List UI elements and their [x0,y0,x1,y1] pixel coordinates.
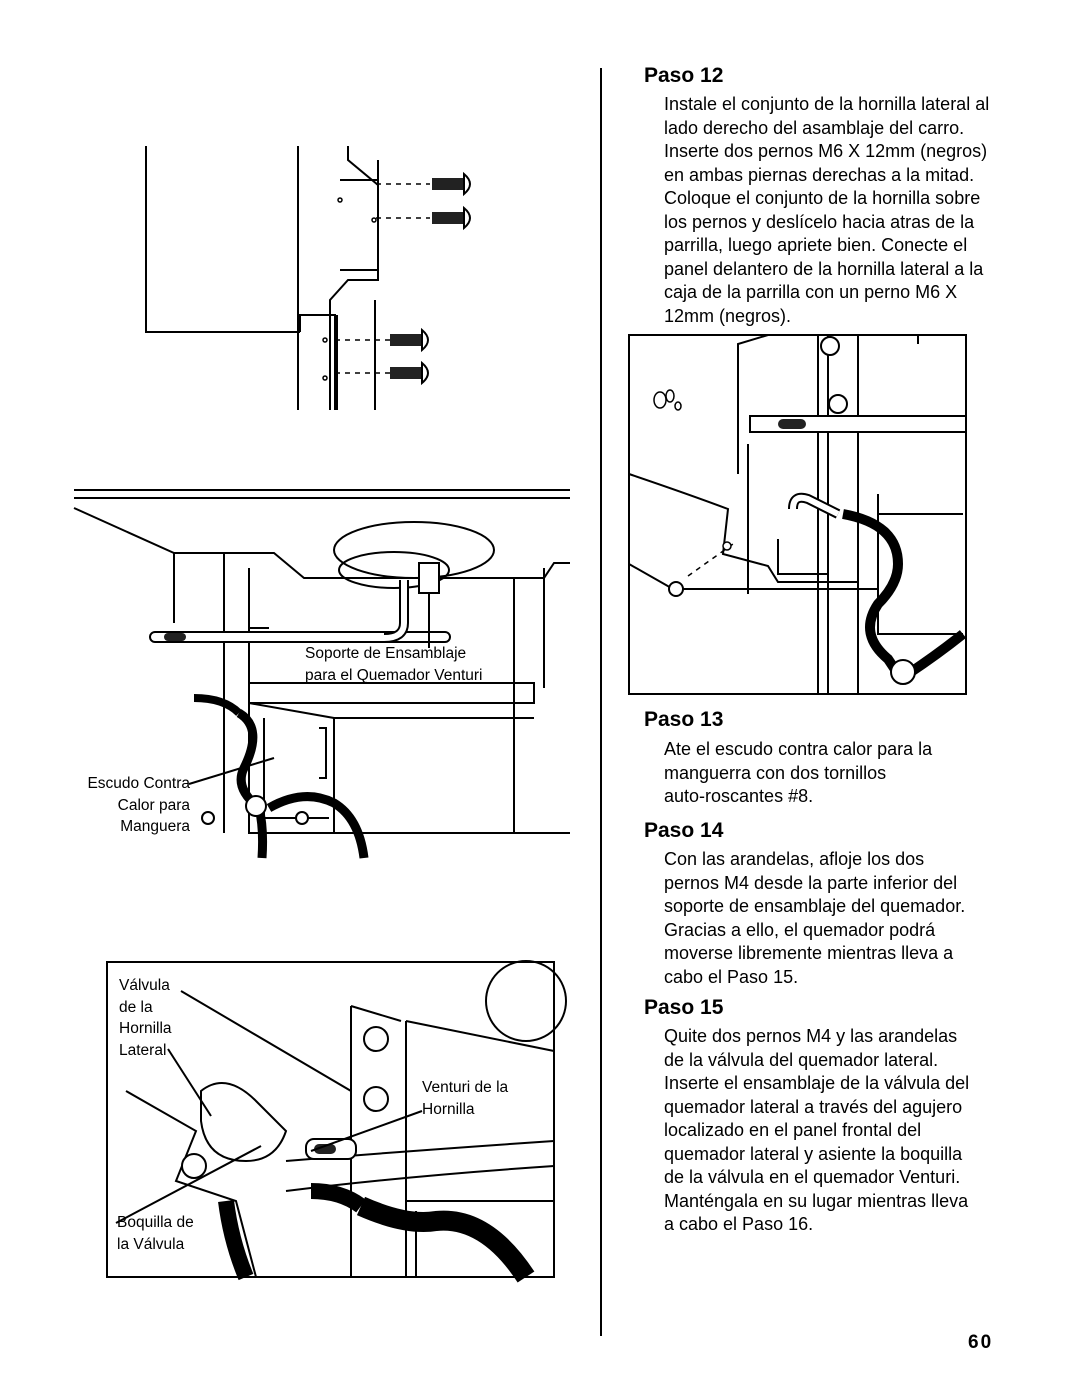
label-valvula-line-3: Hornilla [119,1020,172,1037]
figure-side-burner-hose [628,334,967,695]
figure-burner-assembly [73,489,570,859]
label-boquilla-line-1: Boquilla de [117,1214,194,1231]
label-boquilla-line-2: la Válvula [117,1235,185,1253]
step-15-title: Paso 15 [644,996,724,1019]
step-13-line: Ate el escudo contra calor para la [664,739,933,759]
step-13-line: manguerra con dos tornillos [664,762,887,783]
label-soporte: Soporte de Ensamblaje para el Quemador V… [305,643,483,686]
step-15-line: localizado en el panel frontal del [664,1120,922,1140]
step-14-line: soporte de ensamblaje del quemador. [664,896,966,916]
step-15-body: Quite dos pernos M4 y las arandelas de l… [664,1025,969,1237]
figure-bolts-into-legs [145,146,471,410]
step-15-line: a cabo el Paso 16. [664,1214,814,1234]
step-12-body: Instale el conjunto de la hornilla later… [664,93,989,328]
label-venturi: Venturi de la Hornilla [422,1077,508,1120]
step-12-line: parrilla, luego apriete bien. Conecte el [664,235,968,255]
label-venturi-line-2: Hornilla [422,1100,475,1118]
label-escudo-line-3: Manguera [120,818,190,835]
label-escudo-line-2: Calor para [117,796,190,814]
figure-valve-venturi [106,960,567,1283]
label-soporte-line-1: Soporte de Ensamblaje [305,645,467,662]
step-14-line: pernos M4 desde la parte inferior del [664,872,958,893]
step-12-line: en ambas piernas derechas a la mitad. [664,164,975,185]
step-12-line: lado derecho del asamblaje del carro. [664,117,965,138]
step-13-body: Ate el escudo contra calor para la mangu… [664,738,932,809]
column-divider [600,68,602,1336]
step-15-line: Quite dos pernos M4 y las arandelas [664,1026,958,1046]
label-valvula-line-4: Lateral [119,1041,167,1059]
step-12-line: panel delantero de la hornilla lateral a… [664,258,984,279]
label-escudo-line-1: Escudo Contra [87,775,190,792]
label-boquilla: Boquilla de la Válvula [117,1212,194,1255]
label-soporte-line-2: para el Quemador Venturi [305,666,483,684]
step-15-line: Inserte el ensamblaje de la válvula del [664,1073,970,1093]
label-venturi-line-1: Venturi de la [422,1079,509,1096]
step-15-line: de la válvula en el quemador Venturi. [664,1167,961,1187]
step-12-line: los pernos y deslícelo hacia atras de la [664,211,975,232]
step-12-line: caja de la parrilla con un perno M6 X [664,282,958,302]
step-15-line: quemador lateral a través del agujero [664,1096,963,1117]
step-13-line: auto-roscantes #8. [664,786,814,806]
step-12-line: Instale el conjunto de la hornilla later… [664,94,990,114]
step-15-line: Manténgala en su lugar mientras lleva [664,1190,969,1211]
label-valvula-line-2: de la [119,998,153,1016]
step-12-line: Coloque el conjunto de la hornilla sobre [664,188,981,208]
step-14-line: moverse libremente mientras lleva a [664,943,954,963]
step-12-title: Paso 12 [644,64,724,87]
label-escudo: Escudo Contra Calor para Manguera [72,773,190,838]
step-13-title: Paso 13 [644,708,724,731]
step-14-line: Con las arandelas, afloje los dos [664,849,925,869]
step-15-line: de la válvula del quemador lateral. [664,1049,939,1070]
step-14-line: cabo el Paso 15. [664,966,799,987]
step-14-body: Con las arandelas, afloje los dos pernos… [664,848,965,989]
page-number: 60 [968,1332,994,1353]
label-valvula: Válvula de la Hornilla Lateral [119,975,172,1061]
step-15-line: quemador lateral y asiente la boquilla [664,1143,963,1164]
step-14-title: Paso 14 [644,819,724,842]
label-valvula-line-1: Válvula [119,977,170,994]
step-12-line: Inserte dos pernos M6 X 12mm (negros) [664,141,988,161]
step-14-line: Gracias a ello, el quemador podrá [664,919,936,940]
step-12-line: 12mm (negros). [664,305,792,326]
